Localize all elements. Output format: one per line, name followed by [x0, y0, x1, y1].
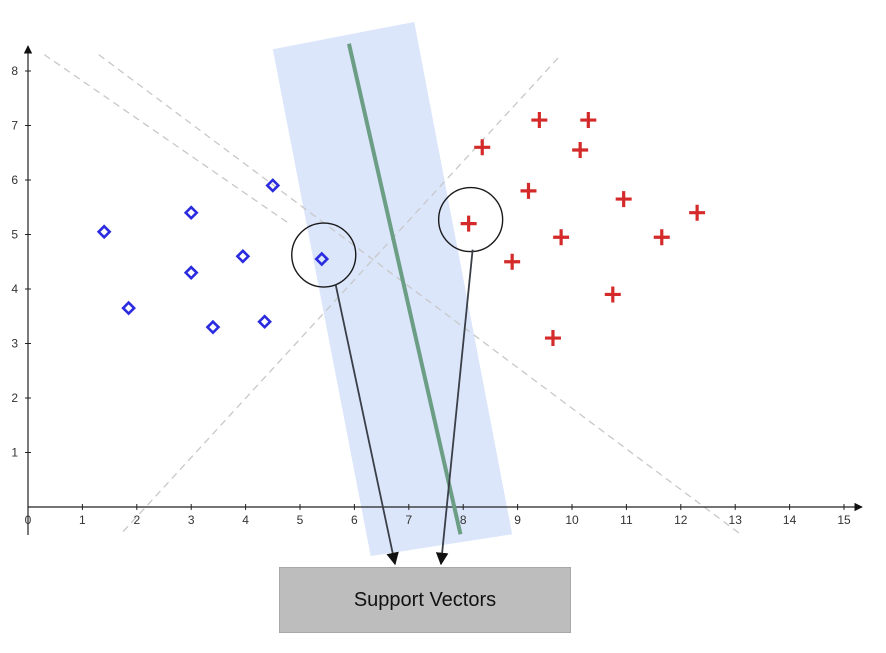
support-vector-circle [291, 222, 357, 288]
x-tick-label: 4 [242, 513, 249, 527]
red-plus-point [520, 182, 537, 199]
hyperplane-line [347, 43, 463, 535]
x-tick-label: 11 [620, 513, 633, 527]
x-tick-label: 0 [25, 513, 32, 527]
x-tick-label: 3 [188, 513, 195, 527]
x-tick-label: 14 [783, 513, 797, 527]
x-tick-label: 2 [133, 513, 140, 527]
x-tick-label: 9 [514, 513, 521, 527]
y-tick-label: 8 [11, 64, 18, 78]
x-tick-label: 13 [729, 513, 743, 527]
x-tick-label: 10 [565, 513, 579, 527]
margin-band [272, 21, 513, 557]
blue-diamond-point [314, 251, 330, 267]
y-tick-label: 2 [11, 391, 18, 405]
x-tick-label: 7 [405, 513, 412, 527]
blue-diamond-point [265, 178, 281, 193]
y-tick-label: 1 [11, 446, 18, 460]
y-tick-label: 3 [11, 337, 18, 351]
blue-diamond-point [121, 300, 136, 316]
support-vector-arrow [435, 249, 474, 566]
annotation-arrows [334, 249, 474, 566]
x-tick-label: 6 [351, 513, 358, 527]
x-tick-label: 8 [460, 513, 467, 527]
red-plus-point [615, 191, 632, 208]
data-points [96, 112, 706, 347]
support-vector-circle [437, 186, 504, 253]
dashed-line-3 [43, 54, 290, 225]
red-plus-point [689, 204, 706, 221]
red-plus-point [653, 229, 670, 246]
red-plus-point [531, 112, 548, 129]
red-plus-point [474, 139, 491, 156]
blue-diamond-point [183, 205, 199, 221]
support-vector-circles [291, 186, 504, 288]
red-plus-point [604, 286, 621, 303]
blue-diamond-point [257, 314, 272, 330]
x-tick-label: 12 [674, 513, 688, 527]
x-tick-label: 5 [297, 513, 304, 527]
dashed-line-1 [98, 54, 742, 535]
x-tick-label: 1 [79, 513, 86, 527]
red-plus-point [544, 330, 561, 347]
support-vector-arrow [334, 284, 399, 566]
red-plus-point [580, 112, 597, 129]
blue-diamond-point [235, 248, 251, 264]
y-tick-label: 7 [11, 119, 18, 133]
blue-diamond-point [96, 224, 112, 240]
blue-diamond-point [183, 265, 199, 280]
y-tick-label: 5 [11, 228, 18, 242]
blue-diamond-point [205, 319, 221, 335]
support-vectors-label-box: Support Vectors [279, 567, 571, 633]
red-plus-point [460, 215, 477, 232]
x-tick-label: 15 [837, 513, 851, 527]
red-plus-point [572, 142, 589, 159]
red-plus-point [504, 253, 521, 270]
y-tick-label: 6 [11, 173, 18, 187]
support-vectors-label: Support Vectors [353, 588, 497, 611]
red-plus-point [553, 229, 570, 246]
dashed-lines [43, 54, 742, 535]
y-tick-label: 4 [11, 282, 18, 296]
